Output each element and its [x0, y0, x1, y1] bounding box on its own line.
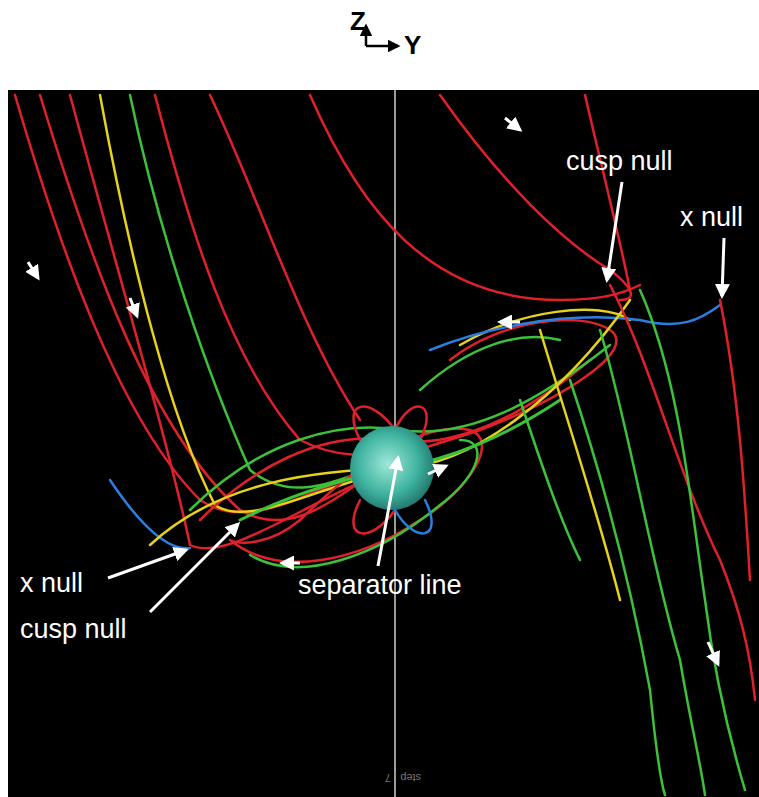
callout-label: x null — [20, 570, 83, 597]
axis-label: Y — [404, 32, 421, 58]
callout-label: separator line — [298, 572, 462, 599]
callout-label: cusp null — [566, 148, 673, 175]
step-watermark: step : 7 — [385, 772, 421, 783]
callout-label: x null — [680, 204, 743, 231]
callout-label: cusp null — [20, 616, 127, 643]
axis-label: Z — [350, 8, 366, 34]
